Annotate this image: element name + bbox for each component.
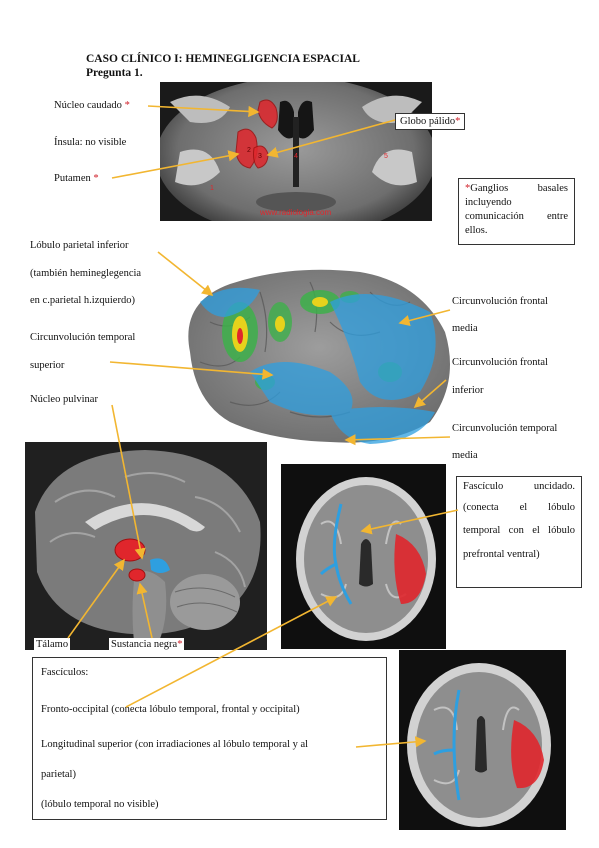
coronal-watermark: www.radiologia.com: [259, 208, 331, 217]
coronal-number-5: 5: [384, 153, 388, 160]
lateral-brain-image: [170, 262, 458, 448]
page-title: CASO CLÍNICO I: HEMINEGLIGENCIA ESPACIAL: [86, 53, 360, 65]
label-nucleo-caudado: Núcleo caudado *: [54, 100, 130, 111]
fasciculo-longitudinal-2: parietal): [41, 769, 76, 780]
label-temporal-media-2: media: [452, 450, 478, 461]
page-subtitle: Pregunta 1.: [86, 67, 143, 79]
label-lobulo-parietal-1: Lóbulo parietal inferior: [30, 240, 129, 251]
fasciculo-nota: (lóbulo temporal no visible): [41, 799, 159, 810]
label-putamen: Putamen *: [54, 173, 99, 184]
label-frontal-inferior-1: Circunvolución frontal: [452, 357, 548, 368]
label-insula: Ínsula: no visible: [54, 137, 127, 148]
axial-mri-bottom-image: [399, 650, 566, 830]
coronal-number-3: 3: [258, 153, 262, 160]
sagittal-mri-image: [25, 442, 267, 650]
fasciculos-box: Fascículos: Fronto-occipital (conecta ló…: [32, 657, 387, 820]
label-lobulo-parietal-2: (también hemineglegencia: [30, 268, 142, 279]
coronal-number-1: 1: [210, 185, 214, 192]
label-lobulo-parietal-3: en c.parietal h.izquierdo): [30, 295, 135, 306]
fasciculo-fronto-occipital: Fronto-occipital (conecta lóbulo tempora…: [41, 704, 300, 715]
fasciculos-heading: Fascículos:: [41, 667, 89, 678]
label-talamo: Tálamo: [34, 638, 71, 651]
fasciculo-longitudinal-1: Longitudinal superior (con irradiaciones…: [41, 739, 309, 750]
label-nucleo-pulvinar: Núcleo pulvinar: [30, 394, 98, 405]
label-frontal-media-1: Circunvolución frontal: [452, 296, 548, 307]
coronal-number-2: 2: [247, 147, 251, 154]
ganglios-basales-note: *Ganglios basales incluyendo comunicació…: [458, 178, 575, 245]
coronal-mri-image: 2 3 1 4 5 www.radiologia.com: [160, 82, 432, 221]
label-globo-palido: Globo pálido*: [395, 113, 466, 130]
label-temporal-superior-1: Circunvolución temporal: [30, 332, 136, 343]
label-frontal-inferior-2: inferior: [452, 385, 484, 396]
uncinado-note: Fascículo uncidado. (conecta el lóbulo t…: [456, 476, 582, 588]
coronal-number-4: 4: [294, 153, 298, 160]
label-temporal-media-1: Circunvolución temporal: [452, 423, 558, 434]
axial-mri-top-image: [281, 464, 446, 649]
label-sustancia-negra: Sustancia negra*: [109, 638, 185, 651]
label-temporal-superior-2: superior: [30, 360, 65, 371]
label-frontal-media-2: media: [452, 323, 478, 334]
